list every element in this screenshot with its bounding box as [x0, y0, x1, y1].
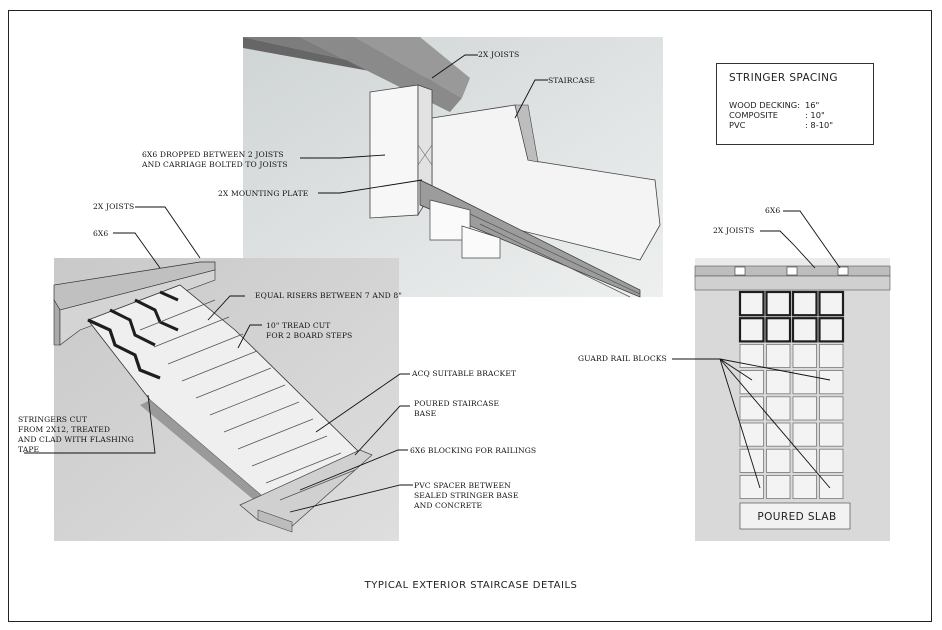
stair-plan-cell: [792, 343, 817, 368]
stair-tread-line: [153, 316, 230, 348]
right-plan-view: [694, 258, 891, 541]
stair-plan-cell: [791, 290, 818, 317]
spacing-row-value: 16": [805, 100, 820, 110]
label-tread-line2: FOR 2 BOARD STEPS: [266, 331, 353, 340]
stair-plan-cell: [766, 343, 791, 368]
stair-plan-cell: [766, 448, 791, 473]
stair-plan-cell: [819, 474, 844, 499]
stair-tread-line: [195, 367, 272, 399]
label-joists-left: 2X JOISTS: [93, 202, 135, 211]
drawing-caption: TYPICAL EXTERIOR STAIRCASE DETAILS: [364, 580, 578, 591]
label-stringers-line1: STRINGERS CUT: [18, 415, 88, 424]
stair-plan-cell: [765, 290, 792, 317]
stair-plan-cell: [819, 422, 844, 447]
label-poured-base-line1: POURED STAIRCASE: [414, 399, 500, 408]
spacing-table-title: STRINGER SPACING: [729, 72, 838, 84]
stair-plan-cell: [818, 290, 845, 317]
stair-tread-line: [237, 418, 314, 450]
stair-tread-line: [251, 435, 328, 467]
label-joists-right: 2X JOISTS: [713, 226, 755, 235]
stair-tread-line: [223, 401, 300, 433]
stair-plan-cell: [792, 422, 817, 447]
stair-tread-line: [181, 350, 258, 382]
spacing-row-value: : 8-10": [805, 120, 834, 130]
stair-tread-line: [139, 299, 216, 331]
stair-plan-cell: [766, 370, 791, 395]
label-dropped-line1: 6X6 DROPPED BETWEEN 2 JOISTS: [142, 150, 284, 159]
stair-plan-cell: [766, 422, 791, 447]
label-pvc-line1: PVC SPACER BETWEEN: [414, 481, 511, 490]
sheet-border: [8, 10, 932, 622]
label-6x6-right: 6X6: [765, 206, 781, 215]
stair-tread-line: [265, 452, 342, 484]
stair-plan-cell: [819, 396, 844, 421]
stair-tread-line: [209, 384, 286, 416]
label-mounting-plate: 2X MOUNTING PLATE: [218, 189, 309, 198]
stair-tread-line: [167, 333, 244, 365]
label-stringers-line3: AND CLAD WITH FLASHING: [18, 435, 134, 444]
stair-plan-cell: [819, 370, 844, 395]
stair-plan-cell: [739, 396, 764, 421]
spacing-row-value: : 10": [805, 110, 825, 120]
stair-plan-cell: [792, 474, 817, 499]
label-guard-rail: GUARD RAIL BLOCKS: [578, 354, 667, 363]
spacing-row-label: WOOD DECKING:: [729, 100, 801, 110]
stair-step-lines: [139, 299, 356, 501]
label-equal-risers: EQUAL RISERS BETWEEN 7 AND 8": [255, 291, 402, 300]
label-6x6-left: 6X6: [93, 229, 109, 238]
stair-tread-line: [279, 469, 356, 501]
label-acq-bracket: ACQ SUITABLE BRACKET: [412, 369, 517, 378]
label-poured-slab: POURED SLAB: [757, 511, 837, 523]
stair-plan-cell: [818, 317, 845, 343]
stair-plan-cell: [739, 343, 764, 368]
label-tread-line1: 10" TREAD CUT: [266, 321, 331, 330]
stair-plan-cell: [738, 290, 765, 317]
label-stringers-line2: FROM 2X12, TREATED: [18, 425, 111, 434]
label-pvc-line3: AND CONCRETE: [414, 501, 483, 510]
label-blocking: 6X6 BLOCKING FOR RAILINGS: [410, 446, 537, 455]
label-joists-top: 2X JOISTS: [478, 50, 520, 59]
top-detail-view: [243, 37, 663, 298]
leader-lines: [24, 54, 841, 513]
stair-plan-cell: [766, 396, 791, 421]
label-dropped-line2: AND CARRIAGE BOLTED TO JOISTS: [142, 160, 288, 169]
stair-plan-cell: [792, 370, 817, 395]
stair-plan-cell: [819, 343, 844, 368]
stair-plan-cell: [791, 317, 818, 343]
spacing-row-label: COMPOSITE: [729, 110, 779, 120]
stringer-spacing-table: STRINGER SPACING WOOD DECKING: 16" COMPO…: [716, 63, 874, 145]
stair-plan-cell: [766, 474, 791, 499]
stair-plan-cell: [792, 448, 817, 473]
label-pvc-line2: SEALED STRINGER BASE: [414, 491, 519, 500]
stair-plan-cell: [739, 422, 764, 447]
left-perspective-view: [53, 258, 399, 541]
stair-plan-cell: [765, 317, 792, 343]
spacing-row-label: PVC: [729, 120, 746, 130]
stair-plan-cell: [792, 396, 817, 421]
stair-plan-cell: [819, 448, 844, 473]
label-poured-base-line2: BASE: [414, 409, 437, 418]
stair-plan-cell: [738, 317, 765, 343]
label-stringers-line4: TAPE: [18, 445, 40, 454]
label-staircase: STAIRCASE: [548, 76, 595, 85]
